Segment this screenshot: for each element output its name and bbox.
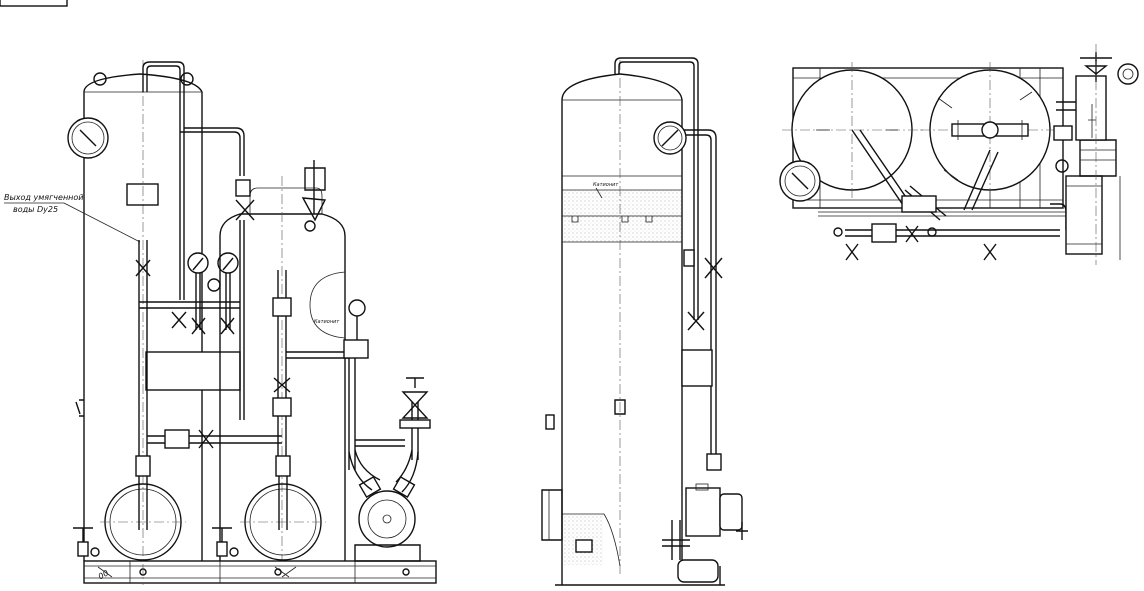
front-view: 00 Выход умягченной воды Dy25 [4, 60, 437, 585]
top-pipe-loop [142, 61, 245, 300]
outlet-label-line2: воды Dy25 [13, 205, 58, 214]
pressure-gauge-icon [67, 117, 109, 159]
outlet-label-line1: Выход умягченной [4, 193, 84, 202]
side-vessel: Катионит [561, 60, 683, 575]
gauge-cluster [187, 252, 239, 335]
top-gauge-icon [779, 160, 821, 202]
side-skid [541, 414, 725, 586]
pump-assembly [348, 358, 431, 562]
title-block-corner [0, 0, 68, 7]
tank-label-2: Катионит [593, 182, 619, 188]
side-pump [662, 483, 748, 560]
bottom-flange-2 [240, 455, 326, 561]
side-view: Катионит [541, 57, 748, 586]
riser-pipe [135, 240, 282, 460]
side-top-pipe [614, 57, 723, 471]
skid-base: 00 [83, 560, 437, 584]
top-piping [833, 129, 1067, 261]
drain-valves [73, 527, 239, 557]
side-gauge-icon [653, 121, 687, 155]
vessel-gauge-icon [343, 299, 369, 359]
base-mark: 00 [97, 568, 110, 581]
top-view [779, 44, 1139, 265]
top-vessel-2 [920, 62, 1062, 200]
outlet-annotation: Выход умягченной воды Dy25 [4, 193, 141, 243]
bottom-flange-1 [100, 455, 186, 561]
tank-label-1: Катионит [314, 319, 340, 325]
filter-vessel-2: Катионит [219, 160, 350, 561]
top-pump-motor [1053, 44, 1139, 265]
